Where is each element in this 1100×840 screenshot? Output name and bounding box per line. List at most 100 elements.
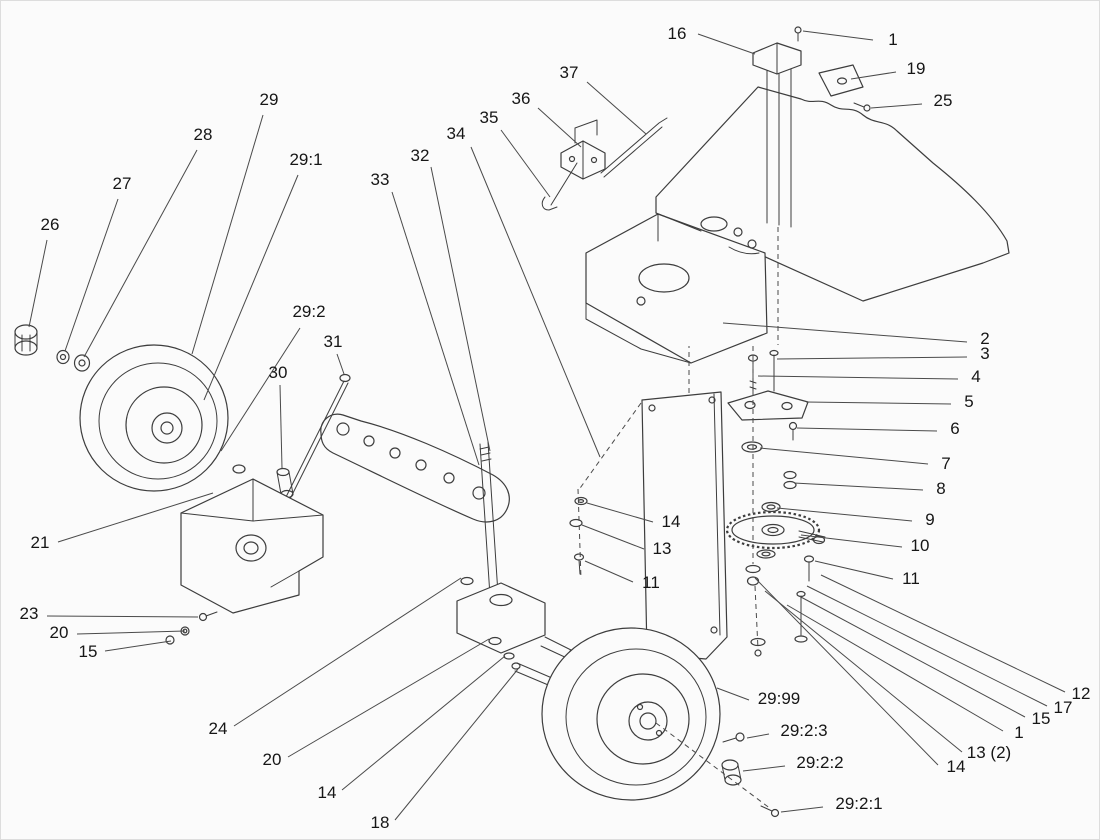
callout-label-45-15: 15 [1032,709,1051,728]
leader-line-19-23 [46,615,199,618]
callout-label-39-29:99: 29:99 [758,689,801,708]
pivot-bolt-part [339,373,351,383]
leader-line-24-14 [341,655,506,791]
callout-label-23-20: 20 [263,750,282,769]
leader-line-9-33 [391,191,480,466]
frame-assembly [585,86,1010,364]
leader-line-4-19 [850,71,897,80]
callout-label-19-23: 23 [20,604,39,623]
leader-line-30-6 [796,427,938,432]
bushing-part [721,759,742,786]
screw-part [794,26,802,34]
callout-label-35-11: 11 [902,569,920,588]
leader-line-44-17 [806,585,1048,707]
callout-label-38-11: 11 [642,573,660,592]
leader-line-31-7 [759,447,929,465]
leader-line-48-14 [754,577,939,766]
callout-label-21-15: 15 [79,642,98,661]
axle-bracket [165,478,324,645]
steering-tower [752,26,871,228]
leader-line-17-30 [279,384,283,469]
callout-label-6-35: 35 [480,108,499,127]
leader-line-39-29:99 [716,687,750,701]
callout-label-18-21: 21 [31,533,50,552]
leader-line-2-37 [586,81,647,135]
steering-column-parts [725,349,826,657]
steering-shaft-part [479,441,500,612]
leader-line-26-2 [722,322,968,343]
callout-label-26-2: 2 [980,329,989,348]
leader-line-25-18 [394,668,519,821]
leader-line-36-14 [586,502,654,523]
callout-label-41-29:2:2: 29:2:2 [796,753,843,772]
leader-line-33-9 [776,507,913,522]
callout-label-47-13 (2): 13 (2) [967,743,1011,762]
leader-line-13-26 [28,239,48,328]
leader-line-11-28 [83,149,198,358]
leader-line-18-21 [57,492,214,543]
callout-label-31-7: 7 [941,454,950,473]
leader-line-22-24 [233,577,462,727]
leader-line-15-29:2 [220,327,301,452]
leader-line-20-20 [76,630,186,635]
callout-label-8-32: 32 [411,146,430,165]
leader-line-0-16 [697,33,756,55]
callout-label-27-3: 3 [980,344,989,363]
leader-line-40-29:2:3 [746,733,770,739]
leader-line-28-4 [757,375,959,380]
leader-line-35-11 [814,560,894,580]
bracket-part [818,64,864,97]
leader-line-32-8 [793,482,924,491]
spindle-assembly [456,441,588,690]
callout-label-30-6: 6 [950,419,959,438]
leader-line-34-10 [800,534,903,548]
callout-label-33-9: 9 [925,510,934,529]
spindle-bracket-part [456,582,546,654]
hub-cap-part [14,324,38,356]
callout-label-9-33: 33 [371,170,390,189]
callout-label-43-12: 12 [1072,684,1091,703]
leader-line-29-5 [805,401,952,405]
leader-line-27-3 [776,356,968,360]
callout-label-16-31: 31 [324,332,343,351]
callout-label-11-28: 28 [194,125,213,144]
callout-label-44-17: 17 [1054,698,1073,717]
callout-label-5-25: 25 [934,91,953,110]
callout-label-22-24: 24 [209,719,228,738]
callout-label-34-10: 10 [911,536,930,555]
left-wheel [14,324,229,492]
support-plate [641,391,728,660]
callout-label-10-29: 29 [260,90,279,109]
steering-arm [232,373,510,523]
callout-label-40-29:2:3: 29:2:3 [780,721,827,740]
callout-label-15-29:2: 29:2 [292,302,325,321]
leader-line-46-1 [786,604,1004,732]
leader-line-21-15 [104,640,172,652]
callout-label-37-13: 13 [653,539,672,558]
callout-label-36-14: 14 [662,512,681,531]
callout-label-0-16: 16 [668,24,687,43]
right-wheel [541,627,780,818]
leader-line-6-35 [500,129,551,198]
leader-line-7-34 [470,146,601,458]
leader-line-38-11 [584,560,634,583]
callout-label-17-30: 30 [269,363,288,382]
callout-label-7-34: 34 [447,124,466,143]
callout-label-28-4: 4 [971,367,980,386]
hub-part [628,701,668,741]
sector-gear-part [725,510,826,550]
callout-label-4-19: 19 [907,59,926,78]
callout-label-24-14: 14 [318,783,337,802]
callout-label-20-20: 20 [50,623,69,642]
callout-label-12-27: 27 [113,174,132,193]
callout-label-29-5: 5 [964,392,973,411]
callout-label-42-29:2:1: 29:2:1 [835,794,882,813]
callout-label-14-29:1: 29:1 [289,150,322,169]
callout-label-1-1: 1 [888,30,897,49]
callout-label-25-18: 18 [371,813,390,832]
leader-line-42-29:2:1 [780,806,824,813]
leader-line-43-12 [820,574,1066,693]
